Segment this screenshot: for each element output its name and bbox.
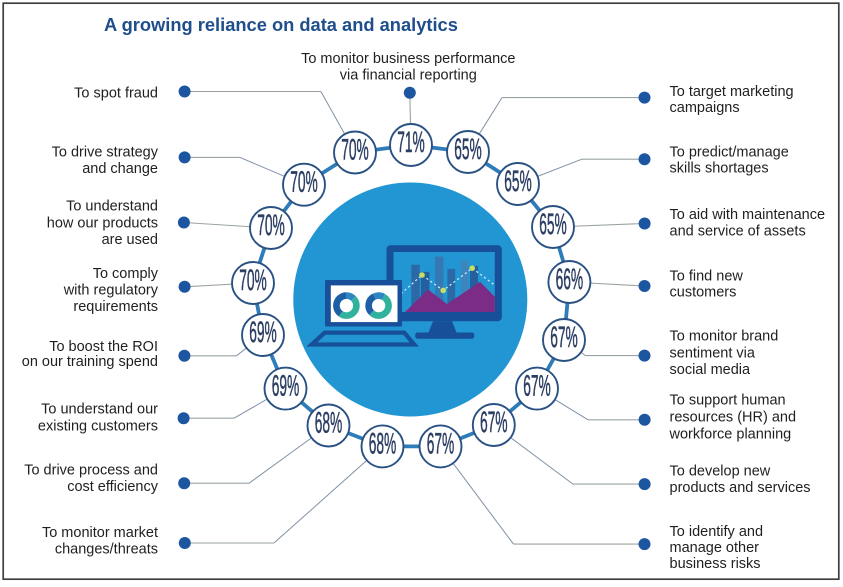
svg-text:and change: and change: [82, 161, 158, 177]
svg-text:are used: are used: [102, 232, 158, 248]
svg-text:cost efficiency: cost efficiency: [67, 479, 159, 495]
svg-text:A growing reliance on data and: A growing reliance on data and analytics: [104, 14, 458, 35]
svg-text:To monitor business performanc: To monitor business performance: [301, 51, 515, 67]
svg-text:with regulatory: with regulatory: [63, 283, 159, 299]
svg-text:To identify and: To identify and: [670, 524, 764, 540]
svg-text:To spot fraud: To spot fraud: [74, 86, 158, 102]
svg-text:To find new: To find new: [670, 268, 744, 284]
svg-text:To aid with maintenance: To aid with maintenance: [670, 207, 826, 223]
svg-text:via financial reporting: via financial reporting: [340, 68, 477, 84]
svg-text:To comply: To comply: [93, 266, 159, 282]
svg-text:campaigns: campaigns: [670, 100, 740, 116]
svg-text:social media: social media: [670, 362, 752, 378]
svg-text:To understand: To understand: [66, 199, 158, 215]
svg-text:customers: customers: [670, 284, 737, 300]
svg-text:To drive strategy: To drive strategy: [52, 144, 159, 160]
svg-text:sentiment via: sentiment via: [670, 345, 756, 361]
svg-text:on our training spend: on our training spend: [22, 354, 158, 370]
svg-text:To target marketing: To target marketing: [670, 84, 794, 100]
svg-text:To support human: To support human: [670, 393, 786, 409]
svg-text:business risks: business risks: [670, 556, 761, 572]
svg-text:existing customers: existing customers: [38, 418, 158, 434]
svg-text:To monitor market: To monitor market: [42, 525, 158, 541]
svg-text:To understand our: To understand our: [41, 402, 158, 418]
svg-text:requirements: requirements: [73, 299, 158, 315]
svg-text:To drive process and: To drive process and: [24, 463, 158, 479]
svg-text:To predict/manage: To predict/manage: [670, 145, 789, 161]
svg-text:changes/threats: changes/threats: [55, 542, 158, 558]
svg-text:resources (HR) and: resources (HR) and: [670, 410, 797, 426]
svg-text:workforce planning: workforce planning: [669, 426, 792, 442]
svg-text:To boost the ROI: To boost the ROI: [49, 339, 158, 355]
svg-text:To develop new: To develop new: [670, 464, 771, 480]
svg-text:how our products: how our products: [47, 215, 158, 231]
svg-text:skills shortages: skills shortages: [670, 161, 769, 177]
svg-text:and service of assets: and service of assets: [670, 223, 806, 239]
svg-text:manage other: manage other: [670, 540, 760, 556]
svg-text:products and services: products and services: [670, 480, 811, 496]
svg-text:To monitor brand: To monitor brand: [670, 328, 779, 344]
